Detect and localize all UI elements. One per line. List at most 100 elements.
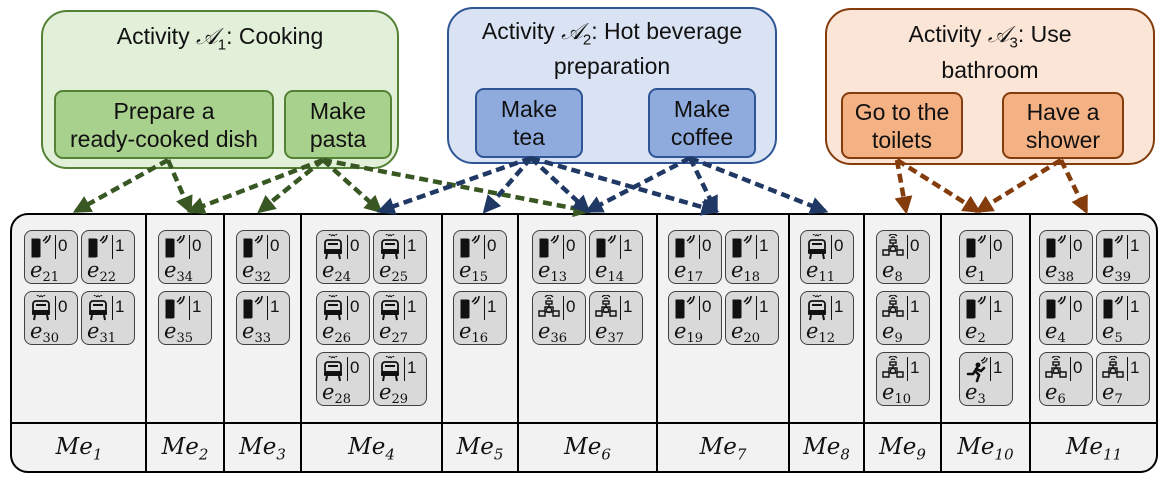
sensor-label: e22 bbox=[87, 258, 116, 290]
state-separator bbox=[990, 296, 991, 320]
sensor-letter: e bbox=[87, 258, 100, 282]
group-label-text: Me bbox=[699, 434, 737, 460]
activity-index: 2 bbox=[582, 31, 592, 49]
sensor-label: e11 bbox=[806, 258, 835, 290]
state-separator bbox=[907, 235, 908, 259]
sensor-index: 30 bbox=[42, 331, 59, 346]
measurement-group-label: Me1 bbox=[12, 424, 146, 470]
sensor-index: 7 bbox=[1114, 392, 1123, 407]
sensor-index: 6 bbox=[1057, 392, 1066, 407]
sensor-index: 18 bbox=[743, 270, 760, 285]
activity-prefix: Activity bbox=[481, 18, 562, 44]
sensor-label: e8 bbox=[882, 258, 903, 290]
sensor-index: 21 bbox=[42, 270, 59, 285]
sensor-letter: e bbox=[322, 258, 335, 282]
sensor-state: 0 bbox=[58, 236, 68, 255]
sensor-label: e30 bbox=[30, 319, 59, 351]
sensor-index: 28 bbox=[334, 392, 351, 407]
sensor-letter: e bbox=[674, 319, 687, 343]
sensor-index: 11 bbox=[818, 270, 835, 285]
sensor-label: e20 bbox=[731, 319, 760, 351]
activity-name: : Use bbox=[1017, 21, 1072, 47]
group-label-index: 8 bbox=[840, 445, 850, 464]
activity-prefix: Activity bbox=[908, 21, 988, 47]
activity-name: : Hot beverage bbox=[591, 18, 743, 44]
state-separator bbox=[1127, 235, 1128, 259]
state-separator bbox=[756, 296, 757, 320]
sensor-label: e25 bbox=[379, 258, 408, 290]
activity-title-line2: preparation bbox=[553, 53, 671, 79]
sub-activity-prepare-dish: Prepare a ready-cooked dish bbox=[54, 90, 274, 159]
sensor-letter: e bbox=[882, 319, 895, 343]
column-divider bbox=[788, 215, 790, 471]
sensor-letter: e bbox=[1102, 380, 1115, 404]
sensor-index: 26 bbox=[334, 331, 351, 346]
sensor-state: 1 bbox=[759, 297, 769, 316]
sensor-index: 37 bbox=[607, 331, 624, 346]
sensor-label: e31 bbox=[87, 319, 116, 351]
sensor-index: 15 bbox=[471, 270, 488, 285]
sensor-state: 0 bbox=[1073, 297, 1083, 316]
state-separator bbox=[990, 235, 991, 259]
link-arrow bbox=[689, 155, 829, 215]
sensor-state: 0 bbox=[1073, 358, 1083, 377]
sensor-state: 0 bbox=[350, 358, 360, 377]
sensor-label: e7 bbox=[1102, 380, 1123, 412]
sensor-index: 5 bbox=[1114, 331, 1123, 346]
state-separator bbox=[1070, 235, 1071, 259]
sensor-label: e24 bbox=[322, 258, 351, 290]
sensor-label: e12 bbox=[806, 319, 835, 351]
measurement-group-label: Me3 bbox=[224, 424, 301, 470]
sensor-index: 22 bbox=[99, 270, 116, 285]
link-arrow bbox=[895, 158, 982, 213]
sensor-index: 1 bbox=[977, 270, 986, 285]
sub-activity-make-coffee: Make coffee bbox=[648, 88, 756, 158]
sensor-letter: e bbox=[242, 319, 255, 343]
sensor-letter: e bbox=[164, 258, 177, 282]
sensor-index: 10 bbox=[894, 392, 911, 407]
sensor-letter: e bbox=[322, 319, 335, 343]
sensor-state: 1 bbox=[623, 236, 633, 255]
state-separator bbox=[404, 357, 405, 381]
state-separator bbox=[1127, 296, 1128, 320]
sensor-index: 36 bbox=[550, 331, 567, 346]
sensor-index: 19 bbox=[686, 331, 703, 346]
activity-title: Activity 𝒜1: Cooking bbox=[43, 23, 397, 59]
state-separator bbox=[563, 296, 564, 320]
activity-cooking: Activity 𝒜1: Cooking Prepare a ready-coo… bbox=[41, 10, 399, 169]
sensor-state: 0 bbox=[192, 236, 202, 255]
link-arrow bbox=[974, 158, 1063, 213]
sensor-letter: e bbox=[1045, 319, 1058, 343]
state-separator bbox=[907, 296, 908, 320]
sensor-letter: e bbox=[595, 258, 608, 282]
sensor-index: 8 bbox=[894, 270, 903, 285]
group-label-text: Me bbox=[239, 434, 277, 460]
sensor-index: 14 bbox=[607, 270, 624, 285]
sensor-letter: e bbox=[731, 258, 744, 282]
sensor-label: e27 bbox=[379, 319, 408, 351]
state-separator bbox=[404, 296, 405, 320]
column-divider bbox=[863, 215, 865, 471]
group-label-index: 4 bbox=[385, 445, 395, 464]
state-separator bbox=[620, 235, 621, 259]
sensor-index: 2 bbox=[977, 331, 986, 346]
state-separator bbox=[347, 296, 348, 320]
sensor-state: 1 bbox=[407, 236, 417, 255]
column-divider bbox=[441, 215, 443, 471]
sensor-index: 27 bbox=[391, 331, 408, 346]
sensor-letter: e bbox=[1045, 258, 1058, 282]
